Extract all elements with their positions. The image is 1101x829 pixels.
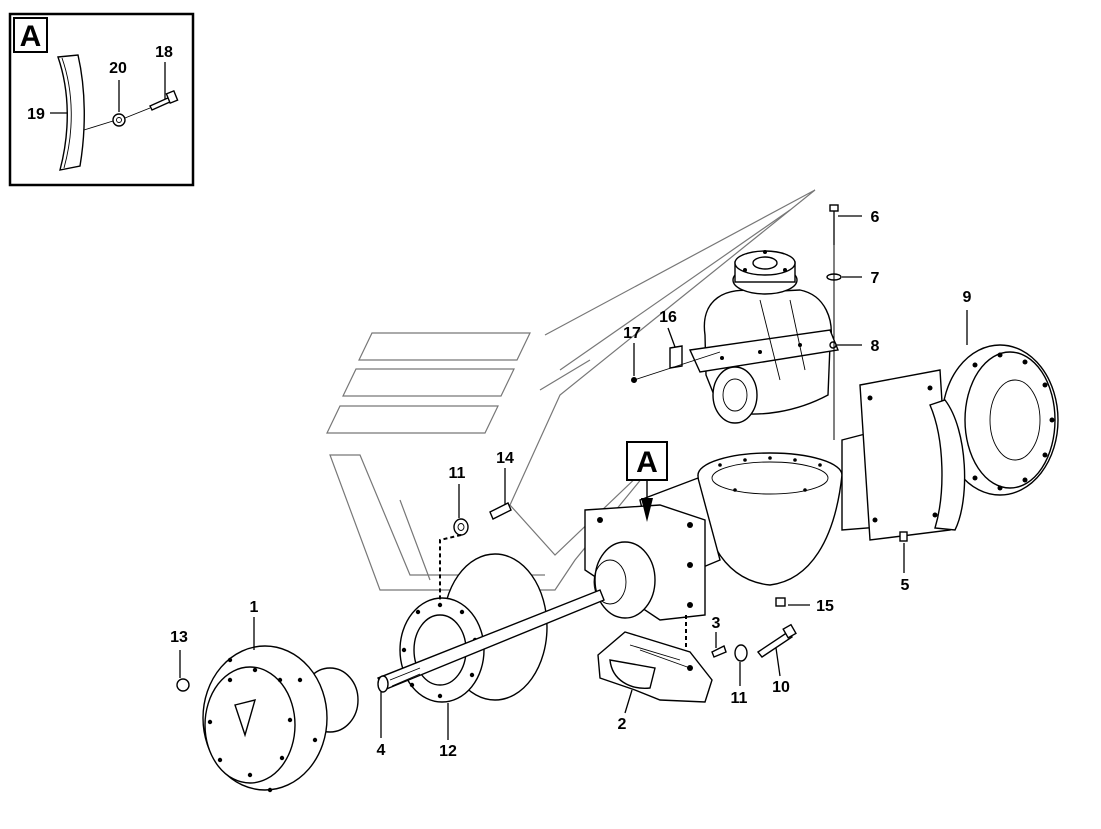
callout-20: 20	[109, 60, 127, 77]
differential-carrier	[688, 250, 839, 424]
small-parts	[176, 204, 908, 692]
callout-leaders	[179, 215, 968, 740]
inset-detail-a: A 19 20 18	[8, 12, 195, 187]
callout-14: 14	[496, 450, 514, 467]
left-wheel-hub	[202, 645, 359, 793]
callout-7: 7	[871, 270, 880, 287]
callout-4: 4	[377, 742, 386, 759]
inset-washer	[112, 113, 126, 127]
callout-5: 5	[901, 577, 910, 594]
brake-caliper	[597, 631, 713, 703]
callout-3: 3	[712, 615, 721, 632]
drive-shaft	[377, 589, 605, 693]
right-wheel-hub	[859, 344, 1059, 541]
callout-13: 13	[170, 629, 188, 646]
view-marker-a: A	[626, 441, 668, 522]
callout-1: 1	[250, 599, 259, 616]
watermark-logo	[326, 189, 816, 591]
view-marker-letter: A	[636, 446, 658, 479]
callout-17: 17	[623, 325, 641, 342]
callout-15: 15	[816, 598, 834, 615]
callout-2: 2	[618, 716, 627, 733]
callout-11-upper: 11	[449, 465, 466, 482]
callout-18: 18	[155, 44, 173, 61]
callout-19: 19	[27, 106, 45, 123]
callout-8: 8	[871, 338, 880, 355]
callout-labels: 1 2 3 4 5 6 7 8 9 10 11 11 12 13 14 15 1…	[170, 209, 971, 760]
callout-6: 6	[871, 209, 880, 226]
callout-9: 9	[963, 289, 972, 306]
callout-12: 12	[439, 743, 457, 760]
callout-10: 10	[772, 679, 790, 696]
inset-letter: A	[20, 20, 42, 53]
callout-16: 16	[659, 309, 677, 326]
callout-11-lower: 11	[731, 690, 748, 707]
